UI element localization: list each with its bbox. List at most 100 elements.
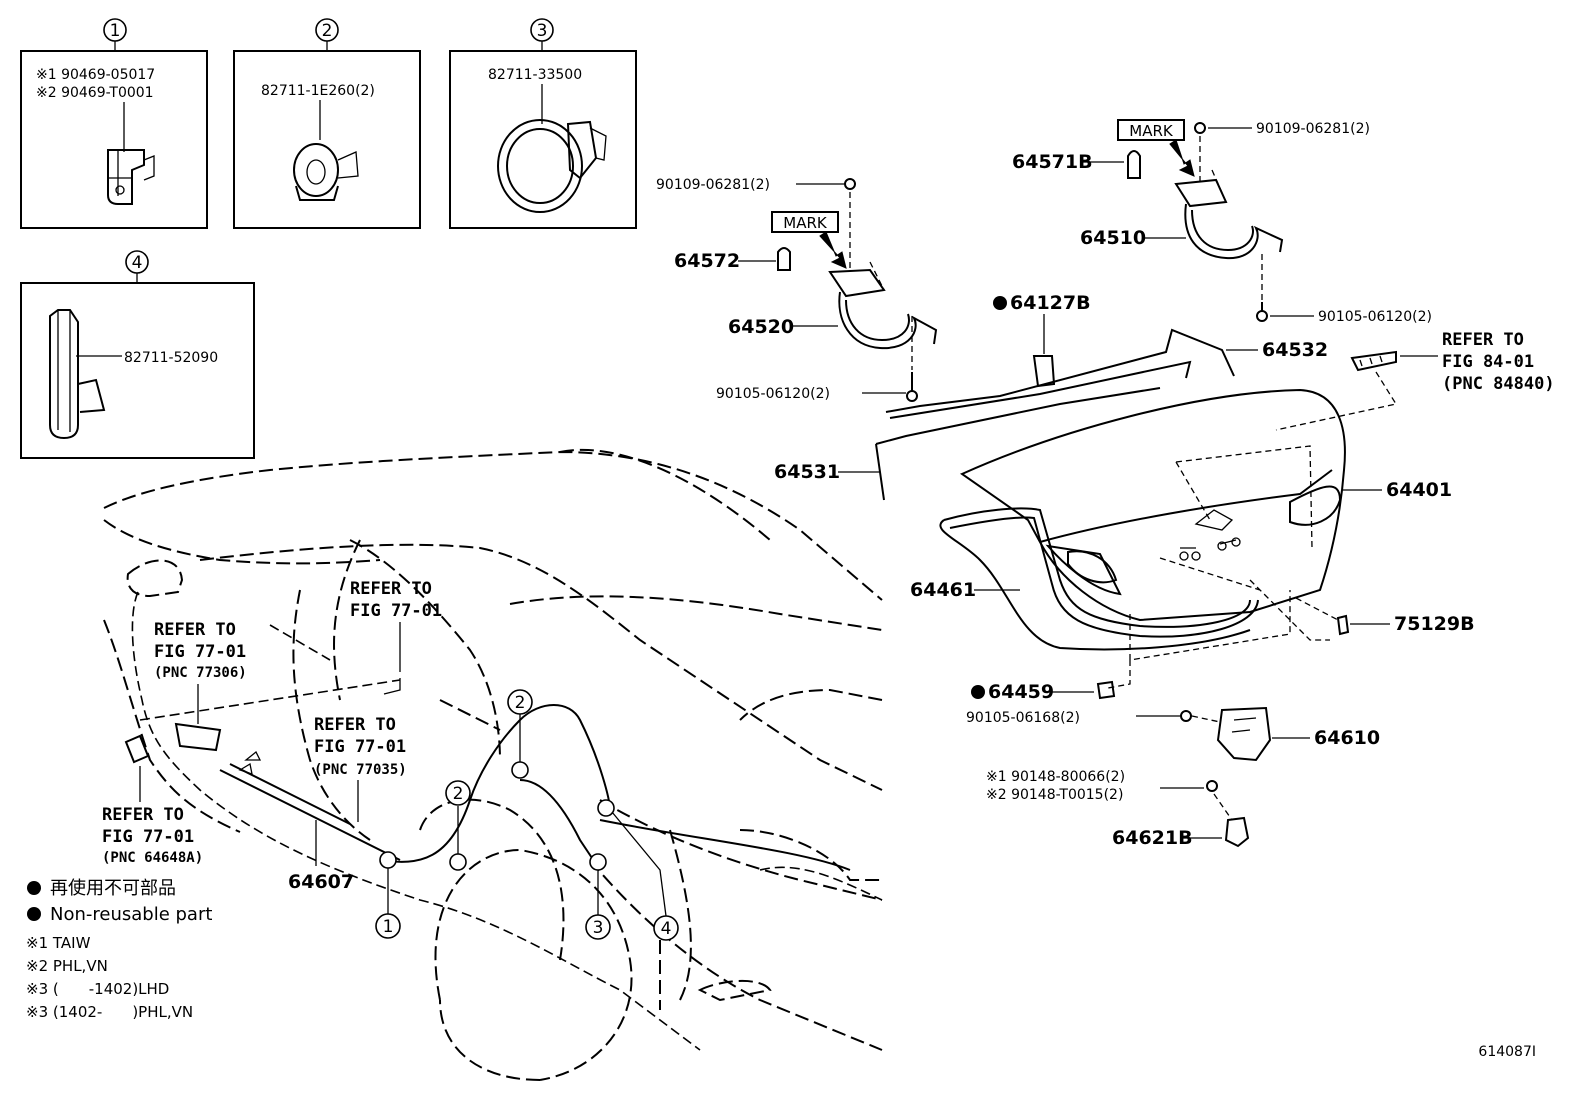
svg-text:(PNC 77306): (PNC 77306) <box>154 665 247 681</box>
clip-location-2b <box>511 761 529 779</box>
svg-text:MARK: MARK <box>1129 122 1174 140</box>
svg-text:64607: 64607 <box>288 871 354 893</box>
svg-text:64610: 64610 <box>1314 727 1380 749</box>
detail-box-1-frame <box>20 50 208 229</box>
actuator-77306-drawing <box>174 722 222 752</box>
svg-text:FIG 77-01: FIG 77-01 <box>154 642 246 662</box>
svg-text:Non-reusable part: Non-reusable part <box>50 904 212 925</box>
detail-box-4: 4 82711-52090 <box>20 250 255 459</box>
box1-part-line1: ※1 90469-05017 <box>36 67 155 83</box>
callout-number-2b: 2 <box>453 784 464 804</box>
clip-location-3 <box>589 853 607 871</box>
box1-part-line2: ※2 90469-T0001 <box>36 85 154 101</box>
svg-text:REFER TO: REFER TO <box>154 620 236 640</box>
clip-82711-1e260-drawing <box>293 143 359 201</box>
box4-part: 82711-52090 <box>124 350 218 366</box>
callout-number-4: 4 <box>132 253 143 273</box>
callout-number-1: 1 <box>110 21 121 41</box>
callout-circle-1b <box>375 913 401 939</box>
lock-64610-drawing <box>1216 706 1272 762</box>
svg-text:90109-06281(2): 90109-06281(2) <box>1256 121 1370 137</box>
svg-text:64461: 64461 <box>910 579 976 601</box>
legend-dot-jp <box>27 881 41 895</box>
figure-code: 614087I <box>1478 1044 1536 1060</box>
svg-text:(PNC 77035): (PNC 77035) <box>314 762 407 778</box>
svg-text:REFER TO: REFER TO <box>102 805 184 825</box>
clip-location-4 <box>597 799 615 817</box>
legend: 再使用不可部品 Non-reusable part ※1 TAIW ※2 PHL… <box>26 878 212 1021</box>
svg-text:75129B: 75129B <box>1394 613 1475 635</box>
svg-text:※3 ( -1402)LHD: ※3 ( -1402)LHD <box>26 980 169 998</box>
svg-text:REFER TO: REFER TO <box>350 579 432 599</box>
svg-text:FIG 84-01: FIG 84-01 <box>1442 352 1534 372</box>
refer-77035: REFER TO FIG 77-01 (PNC 77035) <box>314 715 407 822</box>
detail-box-1: 1 ※1 90469-05017 ※2 90469-T0001 <box>20 18 208 229</box>
callout-circle-2c <box>507 689 533 715</box>
callout-number-3b: 3 <box>593 918 604 938</box>
svg-text:64520: 64520 <box>728 316 794 338</box>
callout-number-4b: 4 <box>661 919 672 939</box>
svg-text:64510: 64510 <box>1080 227 1146 249</box>
refer-64648a: REFER TO FIG 77-01 (PNC 64648A) <box>102 766 203 866</box>
non-reusable-dot-64127b <box>993 296 1007 310</box>
detail-box-2-frame <box>233 50 421 229</box>
svg-text:※1 90148-80066(2): ※1 90148-80066(2) <box>986 769 1125 785</box>
svg-text:再使用不可部品: 再使用不可部品 <box>50 878 176 899</box>
lock-and-bumper: 64459 90105-06168(2) 64610 ※1 90148-8006… <box>966 590 1380 849</box>
callout-circle-4b <box>653 915 679 941</box>
svg-text:※1 TAIW: ※1 TAIW <box>26 934 91 952</box>
svg-text:FIG 77-01: FIG 77-01 <box>102 827 194 847</box>
refer-77306: REFER TO FIG 77-01 (PNC 77306) <box>154 620 247 724</box>
svg-text:REFER TO: REFER TO <box>314 715 396 735</box>
svg-text:64621B: 64621B <box>1112 827 1193 849</box>
emblem-84840: REFER TO FIG 84-01 (PNC 84840) <box>1275 330 1555 431</box>
svg-text:64572: 64572 <box>674 250 740 272</box>
clip-90469-drawing <box>107 149 155 205</box>
detail-box-3: 3 82711-33500 <box>449 18 637 229</box>
torsion-bars: 64127B 64532 64531 <box>774 292 1328 501</box>
label-64607: 64607 <box>288 820 354 893</box>
svg-text:MARK: MARK <box>783 214 828 232</box>
car-callouts: 1 2 2 3 4 <box>375 689 679 941</box>
svg-text:(PNC 84840): (PNC 84840) <box>1442 374 1555 394</box>
callout-circle-2b <box>445 780 471 806</box>
svg-text:(PNC 64648A): (PNC 64648A) <box>102 850 203 866</box>
mark-badge-right <box>1117 119 1185 141</box>
legend-dot-en <box>27 907 41 921</box>
svg-text:FIG 77-01: FIG 77-01 <box>350 601 442 621</box>
svg-text:90105-06168(2): 90105-06168(2) <box>966 710 1080 726</box>
hinge-left: 90109-06281(2) MARK 64572 64520 90105-06… <box>656 177 938 402</box>
switch-64648a-drawing <box>124 734 150 764</box>
box2-part: 82711-1E260(2) <box>261 83 375 99</box>
svg-text:64459: 64459 <box>988 681 1054 703</box>
trunk-lid: 64401 <box>959 388 1452 641</box>
svg-text:64127B: 64127B <box>1010 292 1091 314</box>
callout-number-2: 2 <box>322 21 333 41</box>
hinge-right: MARK 90109-06281(2) 64571B 64510 90105-0… <box>1012 119 1432 325</box>
callout-number-1b: 1 <box>383 917 394 937</box>
callout-number-2c: 2 <box>515 693 526 713</box>
callout-number-3: 3 <box>537 21 548 41</box>
svg-text:90109-06281(2): 90109-06281(2) <box>656 177 770 193</box>
detail-box-3-frame <box>449 50 637 229</box>
callout-circle-3b <box>585 914 611 940</box>
clip-location-2a <box>449 853 467 871</box>
svg-text:※2 90148-T0015(2): ※2 90148-T0015(2) <box>986 787 1123 803</box>
svg-text:64532: 64532 <box>1262 339 1328 361</box>
mark-badge-left <box>771 211 839 233</box>
box3-part: 82711-33500 <box>488 67 582 83</box>
svg-text:64531: 64531 <box>774 461 840 483</box>
detail-box-4-frame <box>20 282 255 459</box>
svg-text:※3 (1402- )PHL,VN: ※3 (1402- )PHL,VN <box>26 1003 193 1021</box>
vehicle-body-outline <box>103 448 883 1081</box>
svg-text:64401: 64401 <box>1386 479 1452 501</box>
striker-64621b-drawing <box>1224 816 1250 848</box>
svg-text:FIG 77-01: FIG 77-01 <box>314 737 406 757</box>
clip-location-1 <box>379 851 397 869</box>
detail-box-2: 2 82711-1E260(2) <box>233 18 421 229</box>
band-clip-82711-33500-drawing <box>497 119 607 213</box>
svg-text:90105-06120(2): 90105-06120(2) <box>1318 309 1432 325</box>
refer-77-01-bolt: REFER TO FIG 77-01 <box>350 579 442 672</box>
svg-text:※2 PHL,VN: ※2 PHL,VN <box>26 957 108 975</box>
